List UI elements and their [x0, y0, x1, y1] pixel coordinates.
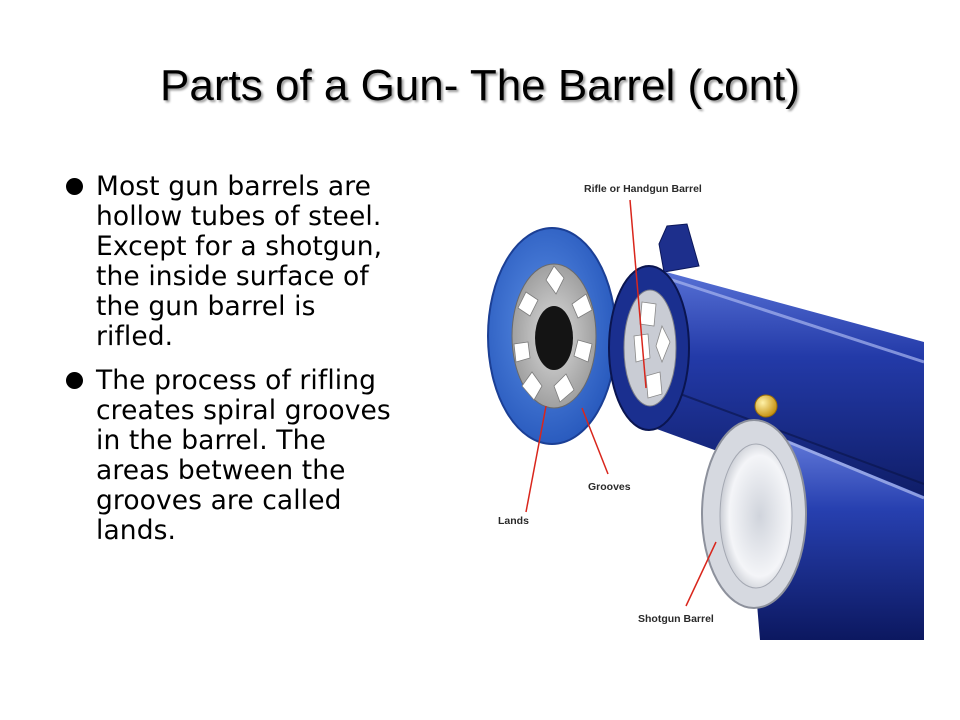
- bullet-line: Except for a shotgun,: [96, 231, 383, 262]
- slide-title: Parts of a Gun- The Barrel (cont): [160, 61, 800, 110]
- pointer-shotgun-barrel: [685, 541, 717, 607]
- bullet-line: Most gun barrels are: [96, 171, 372, 202]
- bullet-line: creates spiral grooves: [96, 395, 391, 426]
- front-sight-bead: [754, 394, 778, 418]
- bullet-line: The process of rifling: [96, 365, 377, 396]
- shotgun-barrel: [701, 419, 924, 640]
- bullet-line: the inside surface of: [96, 261, 369, 292]
- bullet-line: grooves are called: [96, 485, 342, 516]
- gun-barrel-diagram: Rifle or Handgun Barrel Grooves Lands Sh…: [487, 183, 924, 640]
- bullet-line: hollow tubes of steel.: [96, 201, 382, 232]
- pointer-grooves: [581, 407, 609, 475]
- bullet-dot-icon: [66, 372, 83, 389]
- bullet-line: rifled.: [96, 321, 174, 352]
- label-shotgun-barrel: Shotgun Barrel: [638, 613, 714, 625]
- pointer-rifle-barrel: [629, 199, 647, 389]
- bullet-item-rifled: Most gun barrels are hollow tubes of ste…: [66, 172, 461, 352]
- label-lands: Lands: [498, 515, 529, 527]
- label-grooves: Grooves: [588, 481, 631, 493]
- bore-cross-section: [487, 227, 617, 445]
- pointer-lines: [525, 199, 717, 607]
- bullet-line: areas between the: [96, 455, 346, 486]
- bullet-line: in the barrel. The: [96, 425, 326, 456]
- bullet-line: the gun barrel is: [96, 291, 316, 322]
- pointer-lands: [525, 405, 547, 513]
- bullet-dot-icon: [66, 178, 83, 195]
- label-rifle-barrel: Rifle or Handgun Barrel: [584, 183, 702, 195]
- bullet-list: Most gun barrels are hollow tubes of ste…: [66, 172, 461, 560]
- bullet-line: lands.: [96, 515, 177, 546]
- rifling-grooves: [513, 265, 593, 403]
- bullet-item-lands: The process of rifling creates spiral gr…: [66, 366, 461, 546]
- bore-hole: [535, 306, 573, 370]
